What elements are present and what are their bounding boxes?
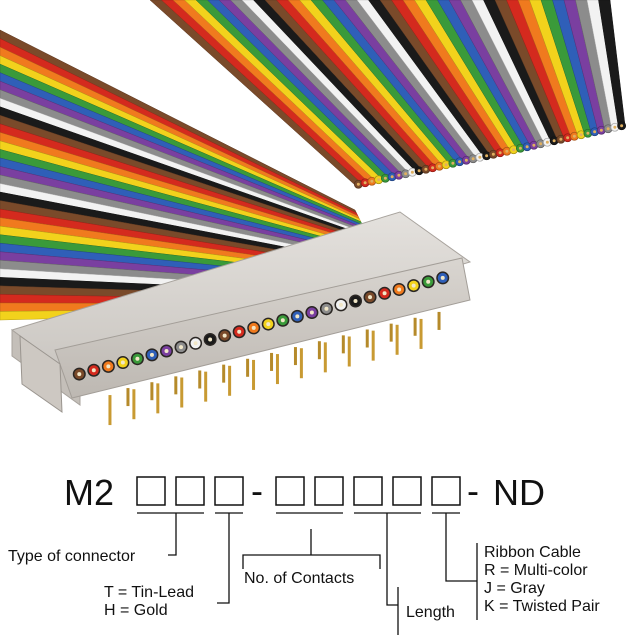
wire-conductor [397, 287, 402, 292]
wire-conductor [559, 137, 563, 141]
wire-conductor [491, 152, 495, 156]
field-box-3 [214, 476, 244, 506]
wire-conductor [135, 356, 140, 361]
wire-conductor [91, 368, 96, 373]
wire-conductor [368, 295, 373, 300]
connector-pins [108, 311, 441, 426]
ribbon-cable-assembly-image [0, 0, 627, 426]
part-number-diagram: M2 - - ND Type of connector T = Tin-Lead… [8, 470, 600, 635]
wire-conductor [237, 329, 242, 334]
label-length: Length [406, 604, 455, 621]
part-suffix: ND [493, 472, 545, 513]
connector-latch [19, 335, 63, 413]
leader-lines [137, 512, 478, 635]
wire-conductor [324, 306, 329, 311]
wire-conductor [417, 169, 421, 173]
wire-conductor [179, 345, 184, 350]
wire-conductor [518, 146, 522, 150]
ribbon-cable-upper [149, 0, 626, 186]
wire-conductor [424, 167, 428, 171]
wire-conductor [404, 172, 408, 176]
wire-conductor [251, 325, 256, 330]
wire-conductor [149, 352, 154, 357]
wire-conductor [353, 299, 358, 303]
wire-conductor [280, 318, 285, 323]
wire-conductor [505, 149, 509, 153]
wire-conductor [478, 155, 482, 159]
wire-conductor [444, 163, 448, 167]
label-twisted-pair: K = Twisted Pair [484, 598, 600, 615]
wire-conductor [222, 333, 227, 338]
label-gold: H = Gold [104, 602, 168, 619]
label-tin-lead: T = Tin-Lead [104, 584, 194, 601]
wire-conductor [383, 176, 387, 180]
wire-ends [72, 271, 450, 381]
wire-conductor [586, 131, 590, 135]
wire-conductor [532, 143, 536, 147]
wire-conductor [471, 157, 475, 161]
wire-conductor [426, 279, 431, 284]
idc-connector [10, 211, 472, 426]
wire-conductor [593, 130, 597, 134]
wire-conductor [437, 164, 441, 168]
wire-conductor [464, 158, 468, 162]
wire-conductor [382, 291, 387, 296]
wire-conductor [599, 128, 603, 132]
wire-conductor [579, 133, 583, 137]
wire-conductor [193, 341, 198, 346]
wire-conductor [552, 139, 556, 143]
wire-conductor [539, 142, 543, 146]
wire-conductor [613, 125, 617, 129]
wire-conductor [440, 275, 445, 280]
wire-conductor [410, 170, 414, 174]
label-multi-color: R = Multi-color [484, 562, 588, 579]
wire-conductor [512, 148, 516, 152]
field-box-5 [314, 476, 344, 506]
wire-conductor [363, 181, 367, 185]
label-type-of-connector: Type of connector [8, 548, 136, 565]
wire-conductor [620, 124, 624, 128]
field-box-8 [431, 476, 461, 506]
dash-1: - [251, 470, 263, 511]
label-gray: J = Gray [484, 580, 545, 597]
wire-conductor [545, 140, 549, 144]
cable-wire-ends [353, 121, 627, 189]
wire-conductor [572, 134, 576, 138]
field-box-4 [275, 476, 305, 506]
label-ribbon-cable: Ribbon Cable [484, 544, 581, 561]
field-box-2 [175, 476, 205, 506]
part-prefix: M2 [64, 472, 114, 513]
wire-conductor [377, 178, 381, 182]
wire-conductor [458, 160, 462, 164]
wire-conductor [356, 182, 360, 186]
wire-conductor [390, 175, 394, 179]
wire-conductor [266, 322, 271, 327]
field-box-7 [392, 476, 422, 506]
wire-conductor [431, 166, 435, 170]
field-box-6 [353, 476, 383, 506]
wire-conductor [606, 127, 610, 131]
field-box-1 [136, 476, 166, 506]
wire-conductor [309, 310, 314, 315]
wire-conductor [397, 173, 401, 177]
wire-conductor [208, 337, 213, 342]
dash-2: - [467, 470, 479, 511]
wire-conductor [338, 302, 343, 307]
wire-conductor [370, 179, 374, 183]
wire-conductor [485, 154, 489, 158]
wire-conductor [411, 283, 416, 288]
wire-conductor [498, 151, 502, 155]
wire-conductor [164, 349, 169, 353]
wire-conductor [295, 314, 300, 319]
wire-conductor [525, 145, 529, 149]
wire-conductor [120, 360, 125, 365]
label-no-of-contacts: No. of Contacts [244, 570, 354, 587]
wire-conductor [77, 372, 82, 377]
wire-conductor [566, 136, 570, 140]
wire-conductor [451, 161, 455, 165]
wire-conductor [106, 364, 111, 369]
